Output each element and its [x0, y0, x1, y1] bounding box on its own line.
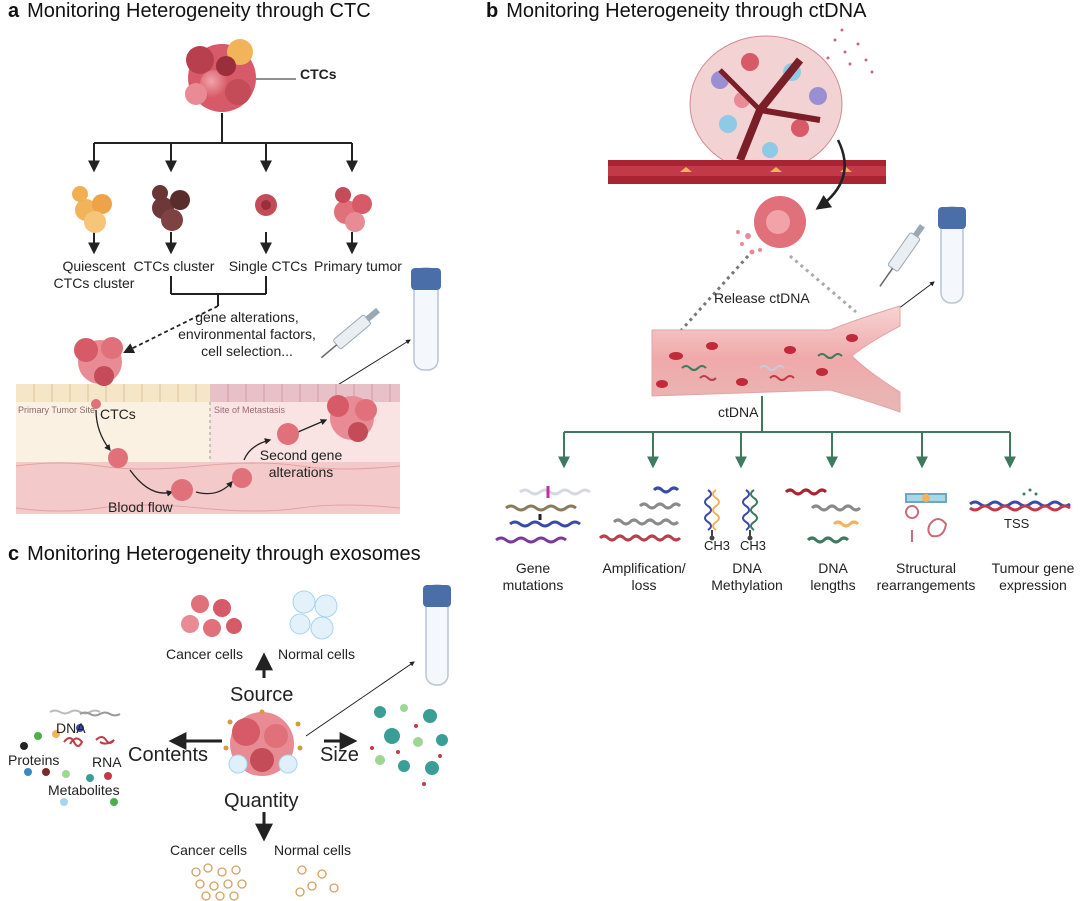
rna-label: RNA — [92, 754, 122, 770]
normal-cells-bottom-label: Normal cells — [274, 842, 352, 858]
contents-molecules — [20, 709, 121, 806]
panel-b-graphics — [495, 28, 1071, 544]
panel-c-title: c Monitoring Heterogeneity through exosom… — [8, 543, 421, 566]
panel-a-graphics — [15, 39, 441, 514]
primary-tumor-site-label: Primary Tumor Site — [18, 405, 96, 415]
analysis-gene-mutations: Gene mutations — [502, 560, 564, 593]
ctc-migration-path — [95, 409, 328, 497]
ctdna-fragments-spray — [826, 28, 874, 74]
dna-label: DNA — [56, 720, 86, 736]
primary-tumor-mass — [74, 337, 123, 409]
cancer-cells-top-icon — [181, 595, 242, 637]
analysis-gene-expression: Tumour gene expression — [991, 560, 1075, 593]
panel-c-letter: c — [8, 543, 20, 565]
ch3-label-2: CH3 — [740, 538, 767, 553]
quantity-cancer-vesicles — [191, 863, 247, 901]
ctc-in-vessel-3 — [232, 468, 252, 488]
panel-a-title-text: Monitoring Heterogeneity through CTC — [27, 0, 371, 22]
panel-c-graphics — [20, 584, 451, 901]
ctcs-label: CTCs — [300, 66, 337, 82]
single-ctc-cell — [255, 194, 277, 216]
type-single-ctcs-label: Single CTCs — [228, 258, 308, 274]
zoom-dotted-right — [789, 254, 857, 314]
tumor-tissue-ctdna — [689, 35, 843, 173]
ctdna-branch-arrows — [558, 396, 1016, 469]
contents-label: Contents — [128, 744, 209, 766]
factors-label: gene alterations, environmental factors,… — [178, 309, 316, 359]
metastasis-mass — [327, 395, 377, 442]
second-gene-label: Second gene alterations — [259, 447, 343, 480]
type-quiescent-label: Quiescent CTCs cluster — [53, 258, 135, 291]
icon-amplification — [598, 486, 682, 542]
normal-cells-top-icon — [289, 590, 338, 640]
panel-b-title: b Monitoring Heterogeneity through ctDNA — [486, 0, 866, 23]
icon-structural — [905, 493, 948, 542]
ctcs-vessel-label: CTCs — [100, 406, 136, 422]
ctc-branch-arrows — [88, 113, 358, 306]
dashed-arrow-to-tumor — [123, 305, 219, 354]
panel-a-title: a Monitoring Heterogeneity through CTC — [8, 0, 371, 23]
quiescent-cluster-cells — [72, 186, 112, 233]
panel-b-title-text: Monitoring Heterogeneity through ctDNA — [506, 0, 867, 22]
icon-dna-lengths — [784, 488, 862, 544]
ch3-label-1: CH3 — [704, 538, 731, 553]
ctc-extravasating — [277, 423, 299, 445]
blood-sample-tube-a — [411, 267, 441, 371]
panel-b-letter: b — [486, 0, 499, 22]
ctcs-cluster-cells — [152, 185, 190, 231]
primary-tumor-cells — [334, 187, 372, 232]
type-ctcs-cluster-label: CTCs cluster — [133, 258, 215, 274]
metastasis-site-label: Site of Metastasis — [214, 405, 286, 415]
metabolites-label: Metabolites — [48, 782, 120, 798]
ctdna-label: ctDNA — [718, 404, 759, 420]
ctc-in-vessel-1 — [108, 448, 128, 468]
icon-methylation — [704, 489, 758, 541]
release-arrow — [815, 139, 846, 210]
size-label: Size — [320, 744, 359, 766]
icon-gene-mutations — [495, 486, 591, 544]
analysis-structural: Structural rearrangements — [876, 560, 976, 593]
cancer-cells-top-label: Cancer cells — [166, 646, 244, 662]
analysis-amplification: Amplification/ loss — [602, 560, 686, 593]
tss-label: TSS — [1004, 516, 1030, 531]
cancer-cells-bottom-label: Cancer cells — [170, 842, 248, 858]
proteins-label: Proteins — [8, 752, 60, 768]
type-primary-tumor-label: Primary tumor — [314, 258, 402, 274]
panel-a-letter: a — [8, 0, 20, 22]
analysis-dna-lengths: DNA lengths — [810, 560, 856, 593]
ctc-in-vessel-2 — [171, 479, 193, 501]
ctcs-tumor-cluster — [185, 39, 256, 112]
arrow-to-tube-c — [305, 661, 415, 737]
exosome-center — [223, 709, 303, 776]
analysis-methylation: DNA Methylation — [711, 560, 783, 593]
blood-flow-label: Blood flow — [108, 499, 173, 515]
large-blood-vessel — [608, 160, 886, 184]
panel-c-title-text: Monitoring Heterogeneity through exosome… — [27, 543, 421, 565]
syringe-a — [320, 307, 380, 359]
source-label: Source — [230, 684, 294, 706]
vessel-with-ctdna — [651, 305, 901, 413]
icon-gene-expression — [969, 488, 1071, 512]
blood-sample-tube-c — [423, 584, 451, 686]
exosome-arrows — [168, 652, 358, 842]
quantity-label: Quantity — [224, 790, 299, 812]
quantity-normal-vesicles — [295, 865, 339, 897]
apoptotic-tumor-cell — [736, 196, 806, 255]
normal-cells-top-label: Normal cells — [278, 646, 356, 662]
blood-sample-tube-b — [938, 206, 966, 304]
size-particles — [370, 704, 448, 786]
syringe-b — [879, 224, 925, 287]
release-ctdna-label: Release ctDNA — [714, 290, 810, 306]
